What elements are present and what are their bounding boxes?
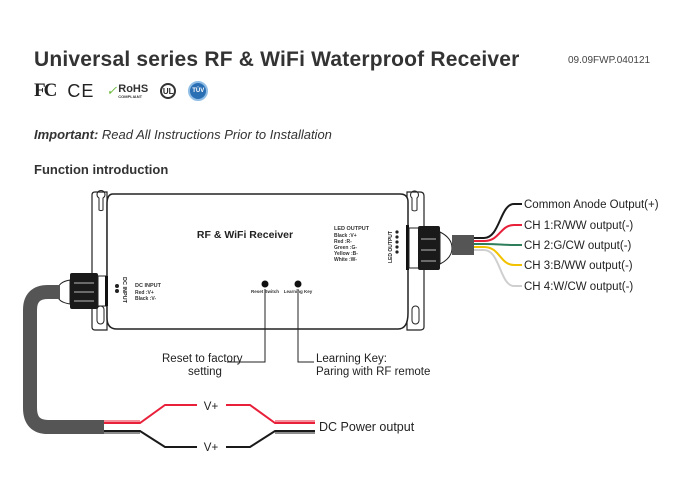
ce-icon: CE (67, 80, 95, 101)
output-wire (474, 224, 522, 242)
negative-wire-label: V+ (204, 442, 219, 454)
learning-callout-text: Learning Key: (316, 353, 387, 365)
positive-wire-label: V+ (204, 401, 219, 413)
certification-logos: FC CE ✓ RoHS COMPLIANT UL TÜV (34, 80, 209, 101)
led-output-line: Black :V+ (334, 233, 357, 239)
output-wire (474, 249, 522, 287)
power-wires (104, 404, 315, 448)
dc-input-dot (115, 289, 119, 293)
tuv-icon: TÜV (188, 81, 209, 101)
led-output-line: Green :G- (334, 245, 357, 251)
input-cable (23, 285, 104, 434)
learning-key-button[interactable] (294, 280, 302, 288)
receiver-body (106, 193, 409, 330)
device-name: RF & WiFi Receiver (197, 229, 293, 241)
document-number: 09.09FWP.040121 (568, 55, 651, 66)
dc-input-line: Black :V- (135, 296, 156, 302)
output-wire (474, 246, 522, 266)
output-channel-label: CH 1:R/WW output(-) (524, 220, 633, 232)
output-channel-label: CH 4:W/CW output(-) (524, 281, 633, 293)
output-wire (474, 203, 522, 239)
notice-text: Read All Instructions Prior to Installat… (98, 127, 332, 142)
led-output-dots (395, 230, 399, 254)
rohs-icon: ✓ RoHS COMPLIANT (106, 82, 149, 99)
left-mounting-bracket (91, 190, 108, 331)
output-wires (474, 203, 522, 287)
led-output-line: White :W- (334, 257, 357, 263)
dc-input-line: Red :V+ (135, 290, 154, 296)
dc-input-title: DC INPUT (135, 283, 162, 289)
output-channel-label: CH 2:G/CW output(-) (524, 240, 632, 252)
important-notice: Important: Read All Instructions Prior t… (34, 127, 332, 142)
led-output-line: Red :R- (334, 239, 352, 245)
output-labels: Common Anode Output(+) CH 1:R/WW output(-… (524, 199, 659, 293)
left-cable-gland (57, 273, 108, 309)
output-channel-label: Common Anode Output(+) (524, 199, 659, 211)
reset-callout-text: setting (188, 366, 222, 378)
fcc-icon: FC (34, 80, 57, 101)
led-output-line: Yellow :B- (334, 251, 358, 257)
dc-input-side-label: DC INPUT (121, 277, 127, 304)
output-wire (474, 243, 522, 246)
led-output-side-label: LED OUTPUT (388, 231, 394, 263)
ul-icon: UL (160, 83, 177, 99)
reset-callout-text: Reset to factory (162, 353, 243, 365)
page-title: Universal series RF & WiFi Waterproof Re… (34, 48, 520, 71)
reset-callout-line (227, 289, 266, 363)
led-output-title: LED OUTPUT (334, 226, 370, 232)
dc-input-dot (115, 284, 119, 288)
reset-switch-button[interactable] (261, 280, 269, 288)
section-title: Function introduction (34, 162, 169, 177)
dc-power-output-label: DC Power output (319, 420, 415, 434)
output-channel-label: CH 3:B/WW output(-) (524, 260, 633, 272)
learning-callout-line (297, 289, 314, 363)
right-cable-gland (406, 225, 474, 270)
learning-callout-text: Paring with RF remote (316, 366, 430, 378)
notice-prefix: Important: (34, 127, 99, 142)
